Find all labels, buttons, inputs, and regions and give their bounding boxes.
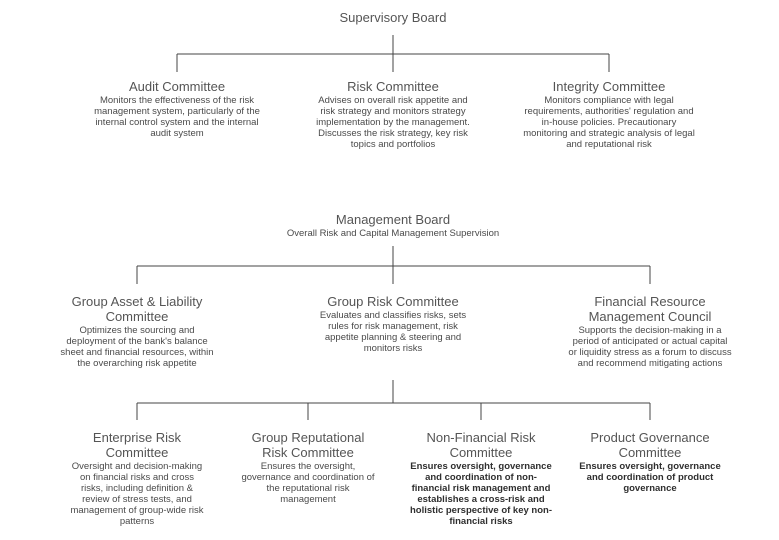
management-board-node: Management Board Overall Risk and Capita… [243,212,543,239]
group-risk-committee-node: Group Risk Committee Evaluates and class… [298,294,488,354]
group-alco-node: Group Asset & Liability Committee Optimi… [42,294,232,369]
group-risk-committee-desc: Evaluates and classifies risks, sets rul… [319,310,467,354]
integrity-committee-title: Integrity Committee [552,79,666,94]
risk-committee-title: Risk Committee [347,79,439,94]
product-governance-committee-node: Product Governance Committee Ensures ove… [570,430,730,494]
non-financial-risk-committee-node: Non-Financial Risk Committee Ensures ove… [400,430,562,527]
reputational-risk-committee-node: Group Reputational Risk Committee Ensure… [228,430,388,505]
audit-committee-desc: Monitors the effectiveness of the risk m… [94,95,260,139]
integrity-committee-desc: Monitors compliance with legal requireme… [523,95,695,150]
enterprise-risk-committee-title: Enterprise Risk Committee [92,430,182,460]
group-alco-desc: Optimizes the sourcing and deployment of… [60,325,214,369]
management-board-subtitle: Overall Risk and Capital Management Supe… [286,228,500,239]
product-governance-committee-desc: Ensures oversight, governance and coordi… [579,461,721,494]
supervisory-board-title: Supervisory Board [339,10,447,25]
risk-committee-desc: Advises on overall risk appetite and ris… [316,95,470,150]
risk-committee-node: Risk Committee Advises on overall risk a… [298,79,488,150]
enterprise-risk-committee-node: Enterprise Risk Committee Oversight and … [57,430,217,527]
financial-resource-council-title: Financial Resource Management Council [588,294,712,324]
non-financial-risk-committee-desc: Ensures oversight, governance and coordi… [409,461,552,527]
non-financial-risk-committee-title: Non-Financial Risk Committee [426,430,536,460]
group-risk-committee-title: Group Risk Committee [327,294,459,309]
audit-committee-node: Audit Committee Monitors the effectivene… [82,79,272,139]
group-alco-title: Group Asset & Liability Committee [71,294,203,324]
reputational-risk-committee-title: Group Reputational Risk Committee [251,430,365,460]
management-board-title: Management Board [335,212,451,227]
audit-committee-title: Audit Committee [128,79,226,94]
integrity-committee-node: Integrity Committee Monitors compliance … [508,79,710,150]
financial-resource-council-node: Financial Resource Management Council Su… [550,294,750,369]
financial-resource-council-desc: Supports the decision-making in a period… [568,325,732,369]
supervisory-board-node: Supervisory Board [293,10,493,25]
product-governance-committee-title: Product Governance Committee [590,430,710,460]
reputational-risk-committee-desc: Ensures the oversight, governance and co… [241,461,375,505]
enterprise-risk-committee-desc: Oversight and decision-making on financi… [70,461,204,527]
